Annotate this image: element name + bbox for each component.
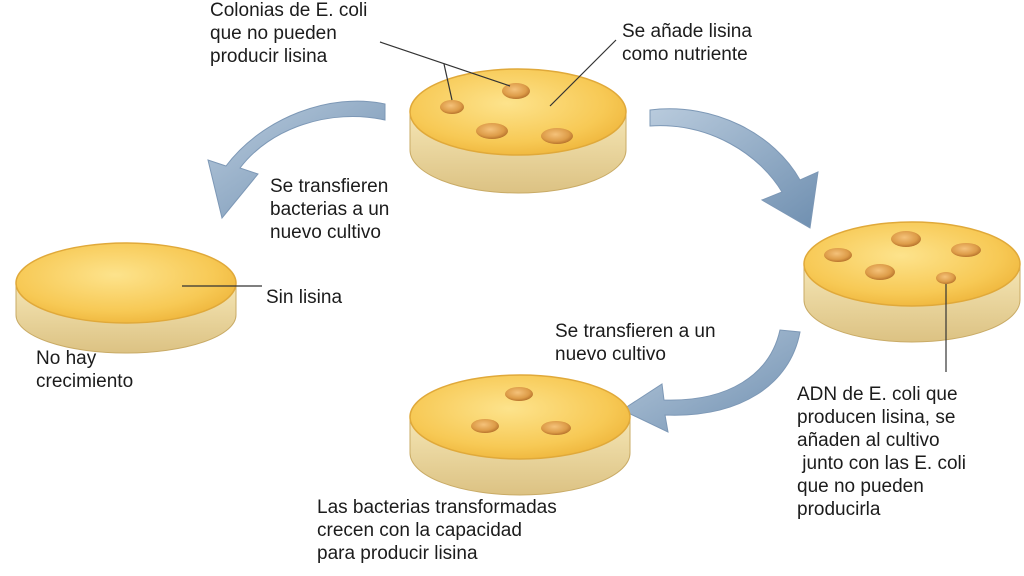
colony xyxy=(824,248,852,262)
label-line: crecimiento xyxy=(36,371,134,392)
colony xyxy=(541,421,571,435)
petri-dish-bottom xyxy=(409,374,631,496)
label-transformed-result: Las bacterias transformadas crecen con l… xyxy=(317,496,557,565)
label-line: producir lisina xyxy=(210,46,328,67)
label-line: Se añade lisina xyxy=(622,21,752,42)
leader-line-colonies-1 xyxy=(379,41,511,87)
label-line: junto con las E. coli xyxy=(797,453,966,474)
arrow-top-to-left xyxy=(207,100,386,220)
colony xyxy=(936,272,956,284)
label-line: bacterias a un xyxy=(270,199,390,220)
colony xyxy=(471,419,499,433)
petri-dish-top xyxy=(409,68,627,194)
petri-dish-right xyxy=(803,221,1021,343)
label-dna-added: ADN de E. coli que producen lisina, se a… xyxy=(797,383,966,521)
label-line: nuevo cultivo xyxy=(555,344,666,365)
colony xyxy=(440,100,464,114)
petri-dish-left xyxy=(15,242,237,354)
label-line: que no pueden xyxy=(797,476,924,497)
label-line: producen lisina, se xyxy=(797,407,956,428)
leader-line-nutrient xyxy=(549,39,617,107)
label-colonies: Colonias de E. coli que no pueden produc… xyxy=(210,0,367,68)
label-line: Se transfieren xyxy=(270,176,389,197)
leader-lines xyxy=(182,39,947,372)
label-line: añaden al cultivo xyxy=(797,430,940,451)
label-no-growth: No hay crecimiento xyxy=(36,347,133,393)
colony xyxy=(951,243,981,257)
label-line: Las bacterias transformadas xyxy=(317,497,557,518)
label-lysine-added: Se añade lisina como nutriente xyxy=(622,20,752,66)
colony xyxy=(891,231,921,247)
label-line: Colonias de E. coli xyxy=(210,0,368,21)
label-line: Se transfieren a un xyxy=(555,321,716,342)
leader-line-colonies-2 xyxy=(443,63,453,101)
label-no-lysine: Sin lisina xyxy=(266,286,342,309)
label-line: nuevo cultivo xyxy=(270,222,381,243)
label-line: producirla xyxy=(797,499,881,520)
label-line: que no pueden xyxy=(210,23,337,44)
arrow-top-to-right xyxy=(649,108,819,229)
label-line: como nutriente xyxy=(622,44,748,65)
label-line: crecen con la capacidad xyxy=(317,520,522,541)
colony xyxy=(865,264,895,280)
label-transfer-new-culture: Se transfieren a un nuevo cultivo xyxy=(555,320,716,366)
colony xyxy=(476,123,508,139)
label-line: No hay xyxy=(36,348,97,369)
colony xyxy=(502,83,530,99)
label-line: ADN de E. coli que xyxy=(797,384,958,405)
label-line: para producir lisina xyxy=(317,543,478,564)
colony xyxy=(541,128,573,144)
label-transfer-bacteria: Se transfieren bacterias a un nuevo cult… xyxy=(270,175,389,244)
colony xyxy=(505,387,533,401)
label-line: Sin lisina xyxy=(266,287,343,308)
